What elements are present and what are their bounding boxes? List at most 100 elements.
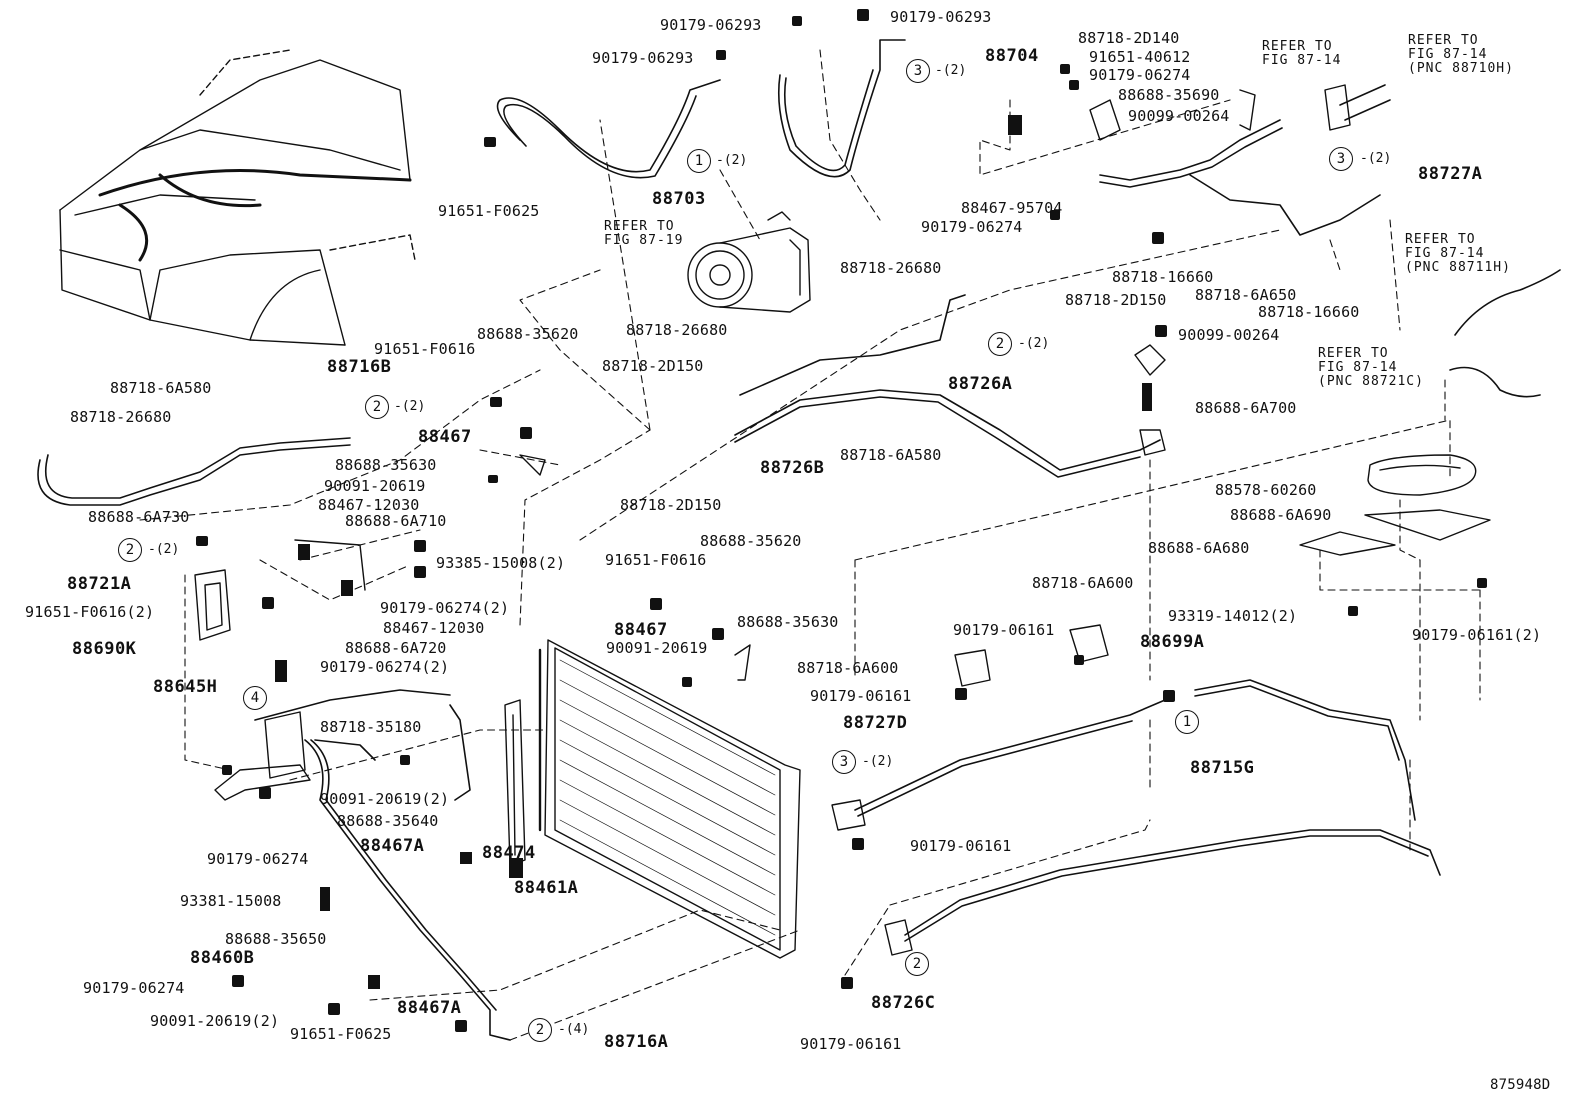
part-label: 88688-6A700 xyxy=(1195,399,1297,417)
assembly-label: 88716A xyxy=(604,1032,669,1052)
part-label: 91651-F0616(2) xyxy=(25,603,155,621)
part-label: 88718-2D140 xyxy=(1078,29,1180,47)
part-label: 90179-06293 xyxy=(890,8,992,26)
part-label: 90099-00264 xyxy=(1128,107,1230,125)
reference-note: REFER TO FIG 87-14 xyxy=(1262,39,1342,68)
assembly-label: 88721A xyxy=(67,574,132,594)
assembly-label: 88474 xyxy=(482,843,536,863)
part-label: 90179-06274(2) xyxy=(380,599,510,617)
part-label: 88718-6A580 xyxy=(840,446,942,464)
condenser xyxy=(538,639,801,959)
assembly-label: 88704 xyxy=(985,46,1039,66)
part-label: 93385-15008(2) xyxy=(436,554,566,572)
assembly-label: 88715G xyxy=(1190,758,1255,778)
part-label: 88688-35630 xyxy=(737,613,839,631)
part-label: 88718-6A580 xyxy=(110,379,212,397)
callout-qty: -(2) xyxy=(1018,336,1050,351)
part-label: 90179-06161(2) xyxy=(1412,626,1542,644)
callout-circle: 1 xyxy=(1175,710,1199,734)
assembly-label: 88716B xyxy=(327,357,392,377)
part-label: 88718-16660 xyxy=(1258,303,1360,321)
assembly-label: 88690K xyxy=(72,639,137,659)
part-label: 91651-F0616 xyxy=(374,340,476,358)
callout-circle: 3 xyxy=(832,750,856,774)
part-label: 88718-26680 xyxy=(70,408,172,426)
assembly-label: 88727A xyxy=(1418,164,1483,184)
part-label: 88718-2D150 xyxy=(602,357,704,375)
assembly-label: 88726A xyxy=(948,374,1013,394)
callout-qty: -(2) xyxy=(935,63,967,78)
part-label: 90179-06274 xyxy=(207,850,309,868)
part-label: 90179-06161 xyxy=(810,687,912,705)
assembly-label: 88727D xyxy=(843,713,908,733)
callout-qty: -(2) xyxy=(1360,151,1392,166)
part-label: 88718-6A600 xyxy=(797,659,899,677)
part-label: 90091-20619 xyxy=(324,477,426,495)
part-label: 88578-60260 xyxy=(1215,481,1317,499)
part-label: 88688-35690 xyxy=(1118,86,1220,104)
assembly-label: 88467 xyxy=(418,427,472,447)
assembly-label: 88726C xyxy=(871,993,936,1013)
part-label: 88467-12030 xyxy=(318,496,420,514)
callout-circle: 2 xyxy=(118,538,142,562)
part-label: 90179-06161 xyxy=(953,621,1055,639)
callout-qty: -(2) xyxy=(716,153,748,168)
assembly-label: 88467A xyxy=(360,836,425,856)
part-label: 90091-20619(2) xyxy=(320,790,450,808)
part-label: 93319-14012(2) xyxy=(1168,607,1298,625)
part-label: 88467-95704 xyxy=(961,199,1063,217)
brackets xyxy=(294,84,1491,956)
hoses xyxy=(37,39,1561,1041)
vehicle-sketch xyxy=(59,49,416,346)
part-label: 90179-06274 xyxy=(1089,66,1191,84)
part-label: 88718-6A600 xyxy=(1032,574,1134,592)
callout-qty: -(4) xyxy=(558,1022,590,1037)
part-label: 91651-F0616 xyxy=(605,551,707,569)
part-label: 88688-35630 xyxy=(335,456,437,474)
part-label: 90091-20619(2) xyxy=(150,1012,280,1030)
reference-note: REFER TO FIG 87-14 (PNC 88721C) xyxy=(1318,346,1424,389)
figure-id: 875948D xyxy=(1490,1077,1551,1093)
reference-note: REFER TO FIG 87-14 (PNC 88711H) xyxy=(1405,232,1511,275)
part-label: 88718-16660 xyxy=(1112,268,1214,286)
callout-circle: 4 xyxy=(243,686,267,710)
part-label: 88688-35650 xyxy=(225,930,327,948)
part-label: 90179-06161 xyxy=(800,1035,902,1053)
part-label: 88718-6A650 xyxy=(1195,286,1297,304)
part-label: 88688-6A730 xyxy=(88,508,190,526)
fasteners xyxy=(196,9,1487,1032)
part-label: 88688-6A710 xyxy=(345,512,447,530)
part-label: 90179-06293 xyxy=(660,16,762,34)
part-label: 90091-20619 xyxy=(606,639,708,657)
part-label: 88688-6A720 xyxy=(345,639,447,657)
callout-qty: -(2) xyxy=(394,399,426,414)
assembly-label: 88699A xyxy=(1140,632,1205,652)
part-label: 90099-00264 xyxy=(1178,326,1280,344)
reference-note: REFER TO FIG 87-19 xyxy=(604,219,684,248)
part-label: 88718-2D150 xyxy=(620,496,722,514)
part-label: 88688-35620 xyxy=(477,325,579,343)
callout-circle: 3 xyxy=(906,59,930,83)
callout-circle: 2 xyxy=(365,395,389,419)
part-label: 88688-6A690 xyxy=(1230,506,1332,524)
part-label: 91651-40612 xyxy=(1089,48,1191,66)
compressor xyxy=(687,211,811,313)
part-label: 90179-06274 xyxy=(83,979,185,997)
assembly-label: 88460B xyxy=(190,948,255,968)
part-label: 90179-06274 xyxy=(921,218,1023,236)
part-label: 90179-06274(2) xyxy=(320,658,450,676)
part-label: 88688-6A680 xyxy=(1148,539,1250,557)
callout-circle: 3 xyxy=(1329,147,1353,171)
part-label: 88718-35180 xyxy=(320,718,422,736)
assembly-label: 88461A xyxy=(514,878,579,898)
callout-qty: -(2) xyxy=(862,754,894,769)
part-label: 88467-12030 xyxy=(383,619,485,637)
assembly-label: 88467 xyxy=(614,620,668,640)
assembly-label: 88467A xyxy=(397,998,462,1018)
part-label: 88718-26680 xyxy=(626,321,728,339)
part-label: 88688-35620 xyxy=(700,532,802,550)
part-label: 91651-F0625 xyxy=(438,202,540,220)
callout-qty: -(2) xyxy=(148,542,180,557)
